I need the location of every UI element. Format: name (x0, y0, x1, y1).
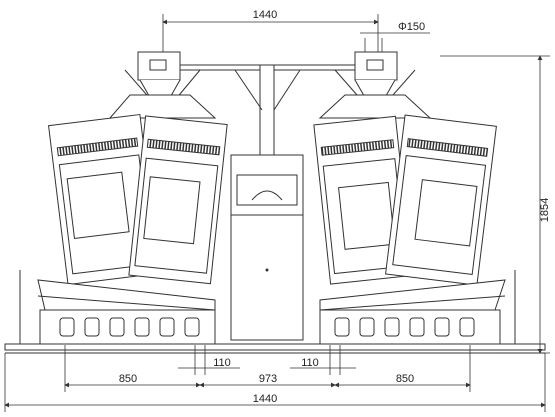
right-outer-unit (385, 114, 497, 286)
dim-gap-left: 110 (213, 357, 231, 369)
base-rail (4, 343, 546, 351)
left-funnel (108, 94, 217, 119)
central-frame (175, 64, 380, 156)
left-outer-unit (48, 113, 160, 286)
dim-span-center: 973 (259, 373, 277, 385)
dim-span-right: 850 (396, 373, 414, 385)
dim-overall-width: 1440 (253, 393, 277, 405)
dim-span-left: 850 (119, 373, 137, 385)
dim-top-width: 1440 (253, 9, 277, 21)
dim-gap-right: 110 (301, 357, 319, 369)
left-inner-unit (128, 115, 228, 285)
dim-diameter: Φ150 (398, 21, 425, 33)
right-chute (319, 279, 506, 345)
dim-height: 1854 (539, 198, 551, 222)
right-inner-unit (313, 115, 413, 285)
central-cabinet (230, 154, 304, 341)
left-chute (37, 279, 216, 345)
right-funnel (318, 94, 432, 119)
